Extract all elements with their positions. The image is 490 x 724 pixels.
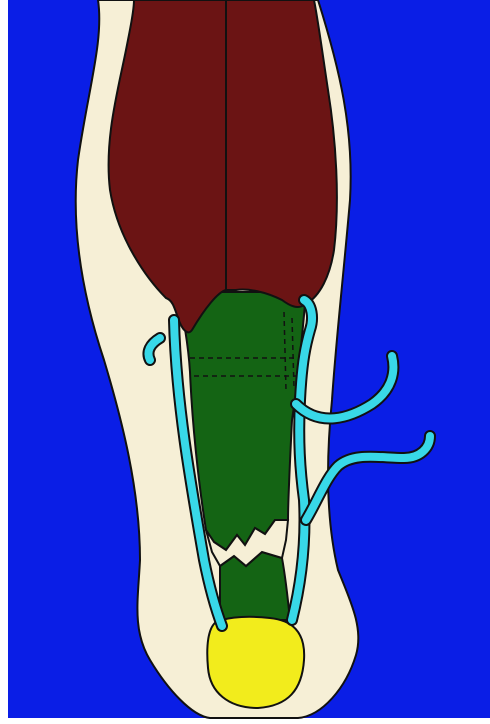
muscle-belly-right bbox=[226, 0, 337, 307]
tendon-lower bbox=[220, 552, 290, 620]
